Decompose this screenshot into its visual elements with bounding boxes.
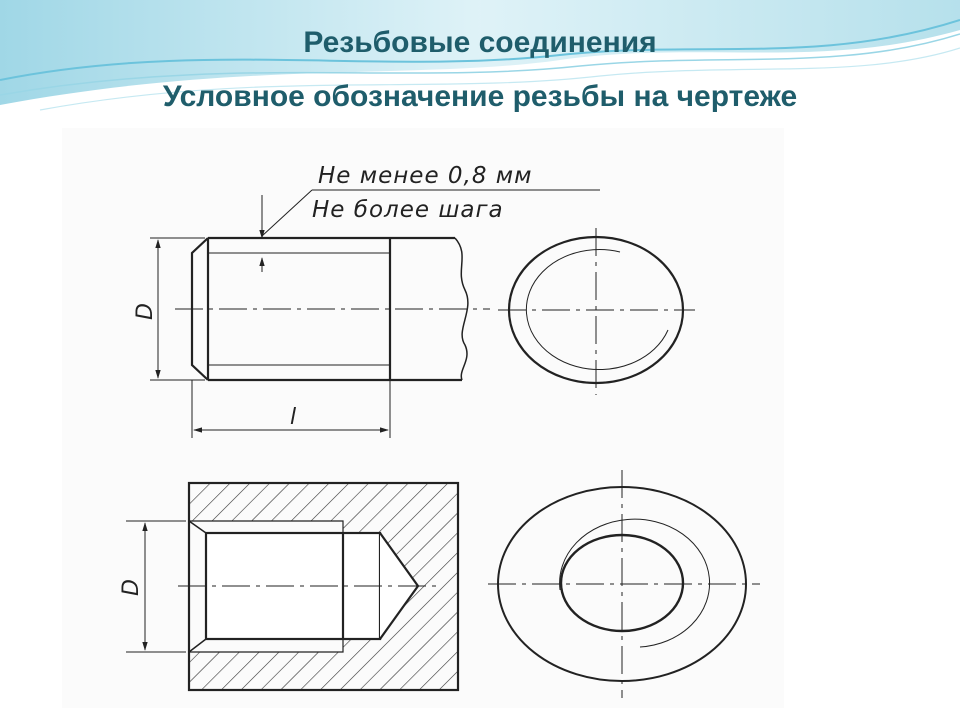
external-thread-view <box>175 236 490 382</box>
header-wave-decoration <box>0 0 960 111</box>
diameter-label-bottom: D <box>119 579 144 596</box>
external-thread-end-view <box>498 228 695 395</box>
diameter-label-top: D <box>133 303 158 320</box>
length-dimension <box>191 380 391 438</box>
slide-subtitle: Условное обозначение резьбы на чертеже <box>162 80 798 113</box>
thread-depth-leader <box>259 189 600 272</box>
internal-thread-end-view <box>488 470 760 698</box>
slide-title: Резьбовые соединения <box>303 26 657 59</box>
note-min-depth: Не менее 0,8 мм <box>318 163 533 189</box>
diameter-dimension-bottom <box>126 520 186 653</box>
internal-thread-section <box>178 481 460 692</box>
note-max-pitch: Не более шага <box>312 197 504 223</box>
diameter-dimension-top <box>150 237 205 381</box>
length-label: l <box>290 405 296 430</box>
